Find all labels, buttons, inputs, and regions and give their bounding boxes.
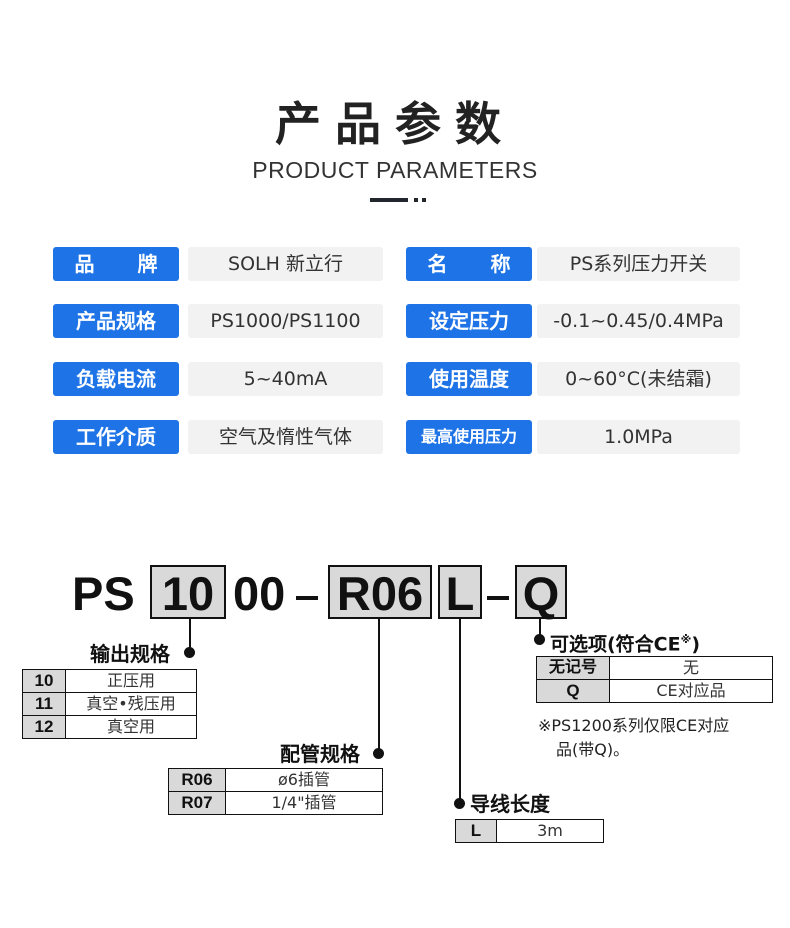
options-table: 无记号 无 Q CE对应品: [536, 656, 773, 703]
param-value-max-pressure: 1.0MPa: [537, 420, 740, 454]
leader-line-output: [189, 617, 191, 652]
table-cell-desc: CE对应品: [609, 679, 773, 703]
leader-dot-output: [184, 647, 195, 658]
model-dash: [487, 596, 509, 600]
options-heading: 可选项(符合CE※): [550, 633, 700, 656]
table-cell-code: 12: [22, 715, 66, 739]
param-label-medium: 工作介质: [53, 420, 179, 454]
model-code-wire: L: [445, 567, 475, 620]
table-cell-code: 11: [22, 692, 66, 716]
options-note-line1: ※PS1200系列仅限CE对应: [538, 716, 730, 735]
piping-spec-heading: 配管规格: [280, 742, 360, 766]
param-value-temperature: 0~60°C(未结霜): [537, 362, 740, 396]
param-label-max-pressure: 最高使用压力: [406, 420, 532, 454]
param-value-set-pressure: -0.1~0.45/0.4MPa: [537, 304, 740, 338]
output-spec-table: 10 正压用 11 真空•残压用 12 真空用: [22, 669, 197, 739]
piping-spec-table: R06 ø6插管 R07 1/4"插管: [168, 768, 383, 815]
model-dash: [296, 596, 318, 600]
param-value-name: PS系列压力开关: [537, 247, 740, 281]
table-cell-desc: 真空•残压用: [65, 692, 197, 716]
param-label-name: 名 称: [406, 247, 532, 281]
output-spec-heading: 输出规格: [90, 642, 170, 666]
leader-dot-wire: [454, 798, 465, 809]
table-cell-code: 无记号: [536, 656, 610, 680]
model-code-piping: R06: [336, 567, 424, 620]
model-box-option: [515, 565, 567, 619]
table-cell-desc: 3m: [496, 819, 604, 843]
table-row: 10 正压用: [22, 669, 197, 693]
leader-line-piping: [378, 617, 380, 754]
table-cell-code: R06: [168, 768, 226, 792]
param-value-brand: SOLH 新立行: [188, 247, 383, 281]
options-note-line2: 品(带Q)。: [556, 740, 630, 759]
table-cell-code: R07: [168, 791, 226, 815]
model-box-piping: [328, 565, 432, 619]
model-code-option: Q: [522, 567, 560, 620]
table-cell-desc: 正压用: [65, 669, 197, 693]
param-label-spec: 产品规格: [53, 304, 179, 338]
wire-length-heading: 导线长度: [470, 792, 550, 816]
table-cell-code: Q: [536, 679, 610, 703]
param-value-medium: 空气及惰性气体: [188, 420, 383, 454]
page-title: 产品参数: [275, 97, 515, 151]
param-value-load-current: 5~40mA: [188, 362, 383, 396]
model-mid: 00: [233, 567, 286, 620]
table-cell-desc: 真空用: [65, 715, 197, 739]
table-row: R06 ø6插管: [168, 768, 383, 792]
leader-line-option: [539, 617, 541, 639]
table-cell-code: L: [455, 819, 497, 843]
leader-dot-piping: [373, 748, 384, 759]
wire-length-table: L 3m: [455, 819, 604, 843]
table-row: 11 真空•残压用: [22, 692, 197, 716]
param-label-brand: 品 牌: [53, 247, 179, 281]
param-value-spec: PS1000/PS1100: [188, 304, 383, 338]
model-code-output: 10: [161, 567, 215, 620]
table-row: R07 1/4"插管: [168, 791, 383, 815]
table-cell-desc: 无: [609, 656, 773, 680]
param-label-set-pressure: 设定压力: [406, 304, 532, 338]
table-row: L 3m: [455, 819, 604, 843]
table-cell-desc: ø6插管: [225, 768, 383, 792]
page-subtitle: PRODUCT PARAMETERS: [252, 157, 538, 183]
param-label-load-current: 负载电流: [53, 362, 179, 396]
table-row: Q CE对应品: [536, 679, 773, 703]
param-label-temperature: 使用温度: [406, 362, 532, 396]
table-cell-desc: 1/4"插管: [225, 791, 383, 815]
leader-dot-option: [534, 634, 545, 645]
model-prefix: PS: [72, 567, 135, 620]
table-row: 12 真空用: [22, 715, 197, 739]
leader-line-wire: [459, 617, 461, 802]
table-row: 无记号 无: [536, 656, 773, 680]
table-cell-code: 10: [22, 669, 66, 693]
model-box-output: [150, 565, 226, 619]
